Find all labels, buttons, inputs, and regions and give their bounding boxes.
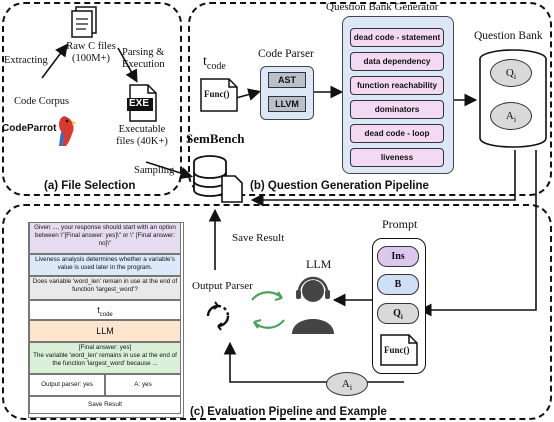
example-background: Liveness analysis determines whether a v… [29, 254, 181, 276]
bank-to-prompt-arrow [418, 150, 537, 317]
save-result-label: Save Result [232, 232, 285, 244]
bank-to-sembench-arrow [250, 150, 516, 207]
exe-file-icon: EXE [126, 84, 160, 122]
llm-label: LLM [306, 257, 332, 271]
analysis-item: data dependency [350, 52, 444, 71]
prompt-func-icon: Func() [380, 334, 418, 366]
evaluation-ai-oval: Ai [326, 372, 368, 396]
prompt-qi-pill: Qi [377, 303, 419, 324]
example-question: Does variable 'word_len' remain in use a… [29, 276, 181, 300]
sampling-label: Sampling [134, 165, 175, 176]
example-answer: [Final answer: yes] The variable 'word_l… [29, 342, 181, 374]
analysis-item: dead code - statement [350, 28, 444, 47]
ast-box: AST [268, 72, 306, 88]
tcode-label: tcode [203, 54, 226, 72]
extracting-label: Extracting [4, 55, 48, 66]
sembench-label: SemBench [186, 131, 245, 146]
question-generation-title: (b) Question Generation Pipeline [248, 180, 431, 192]
sembench-database-icon [192, 154, 244, 204]
evaluation-section [2, 204, 552, 420]
analysis-item: liveness [350, 148, 444, 167]
example-a-yes: A: yes [105, 374, 181, 396]
question-generation-section [188, 2, 552, 196]
func-document-icon: Func() [200, 78, 238, 112]
example-tcode: tcode [29, 300, 181, 320]
cycle-icon [202, 300, 234, 332]
parsing-label: Parsing & Execution [122, 47, 165, 71]
question-bank-generator-title: Question Bank Generator [326, 1, 439, 13]
executable-files-label: Executable files (40K+) [116, 124, 168, 148]
extracting-arrow [41, 43, 68, 79]
codeparrot-logo: CodeParrot [2, 112, 80, 146]
prompt-label: Prompt [382, 217, 418, 231]
parsing-arrow [117, 47, 138, 83]
llvm-box: LLVM [268, 96, 306, 112]
tcode-to-parser-arrow [235, 88, 262, 101]
example-llm: LLM [29, 320, 181, 342]
question-bank-label: Question Bank [474, 30, 543, 42]
exchange-arrows-icon [248, 288, 288, 332]
prompt-b-pill: B [377, 274, 419, 295]
llm-person-icon [290, 274, 336, 334]
evaluation-title: (c) Evaluation Pipeline and Example [188, 406, 389, 418]
raw-files-icon [70, 6, 100, 40]
example-save-result: Save Result [29, 396, 181, 414]
output-parser-label: Output Parser [192, 280, 253, 292]
analysis-item: dead code - loop [350, 124, 444, 143]
file-selection-section [2, 2, 182, 196]
sampling-arrow [145, 161, 194, 180]
code-corpus-label: Code Corpus [14, 96, 70, 107]
raw-files-label: Raw C files (100M+) [66, 41, 116, 65]
prompt-ins-pill: Ins [377, 246, 419, 267]
question-bank-ai: Ai [490, 102, 532, 130]
example-output-parser: Output parser: yes [29, 374, 105, 396]
code-parser-label: Code Parser [258, 48, 314, 60]
analysis-item: dominators [350, 100, 444, 119]
example-instruction: Given ..., your response should start wi… [29, 222, 181, 254]
file-selection-title: (a) File Selection [42, 180, 138, 192]
question-bank-qi: Qi [490, 59, 532, 87]
analysis-item: function reachability [350, 76, 444, 95]
